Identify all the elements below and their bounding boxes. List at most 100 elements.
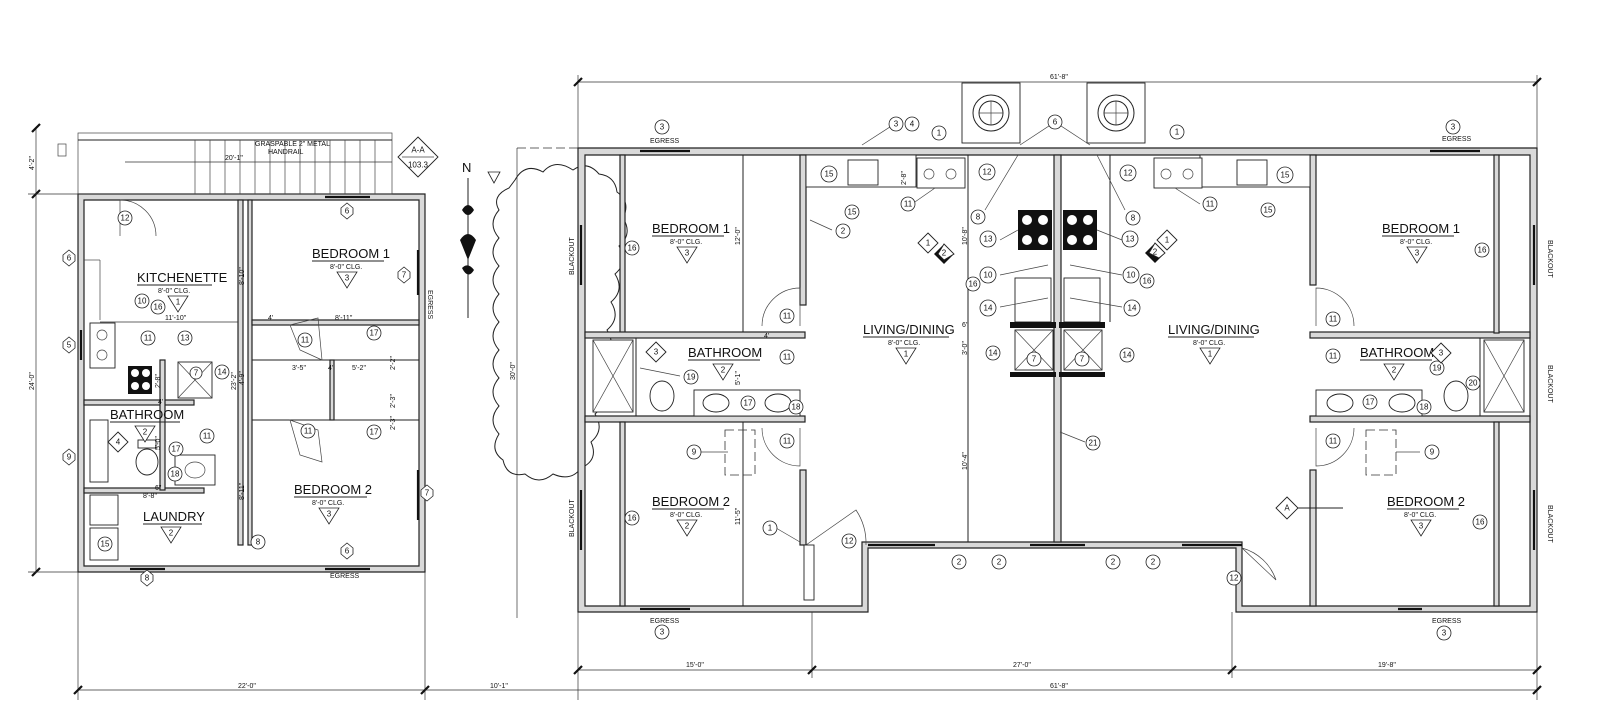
r-wall-bed2 [1493, 421, 1500, 607]
svg-text:17: 17 [744, 399, 753, 408]
svg-text:8'-0" CLG.: 8'-0" CLG. [1400, 239, 1432, 246]
svg-text:8: 8 [256, 538, 261, 547]
svg-text:2'-8": 2'-8" [901, 171, 908, 185]
l-room-living: LIVING/DINING 8'-0" CLG. 1 [863, 322, 955, 365]
svg-text:15: 15 [1264, 206, 1273, 215]
svg-text:2: 2 [841, 227, 846, 236]
left-wall-laundry-top [83, 487, 205, 494]
l-room-bedroom2: BEDROOM 2 8'-0" CLG. 2 [652, 494, 730, 537]
svg-text:10: 10 [984, 271, 993, 280]
svg-text:10: 10 [138, 297, 147, 306]
svg-text:8'-0" CLG.: 8'-0" CLG. [158, 288, 190, 295]
svg-text:8: 8 [1131, 214, 1136, 223]
svg-text:6: 6 [345, 207, 350, 216]
svg-text:2: 2 [1153, 248, 1158, 257]
left-room-bedroom1: BEDROOM 1 8'-0" CLG. 3 [312, 246, 390, 289]
left-room-bedroom2: BEDROOM 2 8'-0" CLG. 3 [294, 482, 372, 525]
section-marker-a-a: A-A 103.3 [397, 136, 439, 178]
svg-text:N: N [462, 160, 471, 175]
svg-text:3: 3 [345, 274, 350, 283]
svg-text:8: 8 [145, 574, 150, 583]
svg-text:11: 11 [144, 334, 153, 343]
svg-text:3: 3 [1442, 629, 1447, 638]
svg-text:1: 1 [176, 298, 181, 307]
svg-text:3'-0": 3'-0" [962, 341, 969, 355]
svg-text:2'-2": 2'-2" [390, 356, 397, 370]
svg-text:11: 11 [1206, 200, 1215, 209]
svg-text:BEDROOM 2: BEDROOM 2 [1387, 494, 1465, 509]
svg-text:6: 6 [1053, 118, 1058, 127]
svg-text:8'-0" CLG.: 8'-0" CLG. [888, 340, 920, 347]
left-egress-label: EGRESS [330, 573, 360, 580]
r-wall-living-b [1309, 469, 1317, 607]
r-room-bedroom2: BEDROOM 2 8'-0" CLG. 3 [1387, 494, 1465, 537]
r-room-living: LIVING/DINING 8'-0" CLG. 1 [1168, 322, 1260, 365]
l-wall-living-a [799, 154, 807, 306]
svg-text:8'-8": 8'-8" [143, 493, 157, 500]
svg-text:8'-10": 8'-10" [239, 267, 246, 285]
svg-text:14: 14 [989, 349, 998, 358]
left-toilet [135, 448, 159, 476]
l-sink [916, 157, 966, 189]
svg-text:2'-3": 2'-3" [390, 416, 397, 430]
svg-text:15: 15 [101, 540, 110, 549]
svg-text:15: 15 [825, 170, 834, 179]
svg-text:14: 14 [218, 368, 227, 377]
svg-text:18: 18 [171, 470, 180, 479]
svg-text:18: 18 [792, 403, 801, 412]
svg-text:12: 12 [1124, 169, 1133, 178]
left-wall-vertical-a [237, 199, 244, 546]
svg-text:6: 6 [345, 547, 350, 556]
left-wall-vertical-b [247, 199, 253, 546]
l-wall-living-b [799, 469, 807, 546]
svg-text:2: 2 [1151, 558, 1156, 567]
svg-text:11: 11 [1329, 315, 1338, 324]
r-wall-bath-bottom [1309, 415, 1531, 423]
party-wall [1053, 154, 1062, 543]
svg-text:11: 11 [1329, 352, 1338, 361]
dim-seg-2: 27'-0" [1013, 662, 1031, 669]
svg-text:11: 11 [783, 312, 792, 321]
left-room-kitchenette: KITCHENETTE 8'-0" CLG. 1 [137, 270, 228, 313]
blackout-r3: BLACKOUT [1546, 505, 1553, 543]
left-room-bathroom: BATHROOM 2 [110, 407, 184, 443]
svg-text:11: 11 [304, 427, 313, 436]
svg-text:23'-2": 23'-2" [231, 372, 238, 390]
svg-text:1: 1 [768, 524, 773, 533]
left-kitchen-sink [89, 322, 116, 369]
svg-text:5: 5 [67, 341, 72, 350]
svg-text:2: 2 [169, 529, 174, 538]
svg-text:11'-5": 11'-5" [735, 507, 742, 525]
r-toilet [1443, 380, 1469, 412]
svg-text:LIVING/DINING: LIVING/DINING [1168, 322, 1260, 337]
l-entry-door [805, 509, 867, 546]
svg-text:14: 14 [984, 304, 993, 313]
svg-text:3: 3 [685, 249, 690, 258]
svg-text:3: 3 [654, 348, 659, 357]
dim-left-total: 24'-0" [29, 372, 36, 390]
svg-text:7: 7 [402, 271, 407, 280]
svg-text:8'-0" CLG.: 8'-0" CLG. [1193, 340, 1225, 347]
svg-text:11: 11 [203, 432, 212, 441]
blackout-l2: BLACKOUT [569, 499, 576, 537]
svg-text:2'-3": 2'-3" [390, 394, 397, 408]
svg-text:LIVING/DINING: LIVING/DINING [863, 322, 955, 337]
svg-text:3: 3 [660, 123, 665, 132]
svg-text:14: 14 [1123, 351, 1132, 360]
l-bed2-door [761, 427, 801, 467]
svg-text:5'-0": 5'-0" [155, 436, 162, 450]
svg-text:2: 2 [1392, 366, 1397, 375]
dim-bottom-overall: 61'-8" [1050, 683, 1068, 690]
left-lav [174, 454, 216, 486]
svg-text:KITCHENETTE: KITCHENETTE [137, 270, 228, 285]
svg-text:BEDROOM 2: BEDROOM 2 [294, 482, 372, 497]
svg-text:10'-8": 10'-8" [962, 227, 969, 245]
svg-text:5'-2": 5'-2" [352, 365, 366, 372]
left-tub [89, 419, 109, 483]
left-wall-bed-split [251, 319, 420, 326]
svg-text:4: 4 [910, 120, 915, 129]
svg-text:11: 11 [301, 336, 310, 345]
dim-left-depth: 4'-2" [29, 156, 36, 170]
dim-gap: 10'-1" [490, 683, 508, 690]
main-plan-exterior-wall [577, 147, 1538, 613]
